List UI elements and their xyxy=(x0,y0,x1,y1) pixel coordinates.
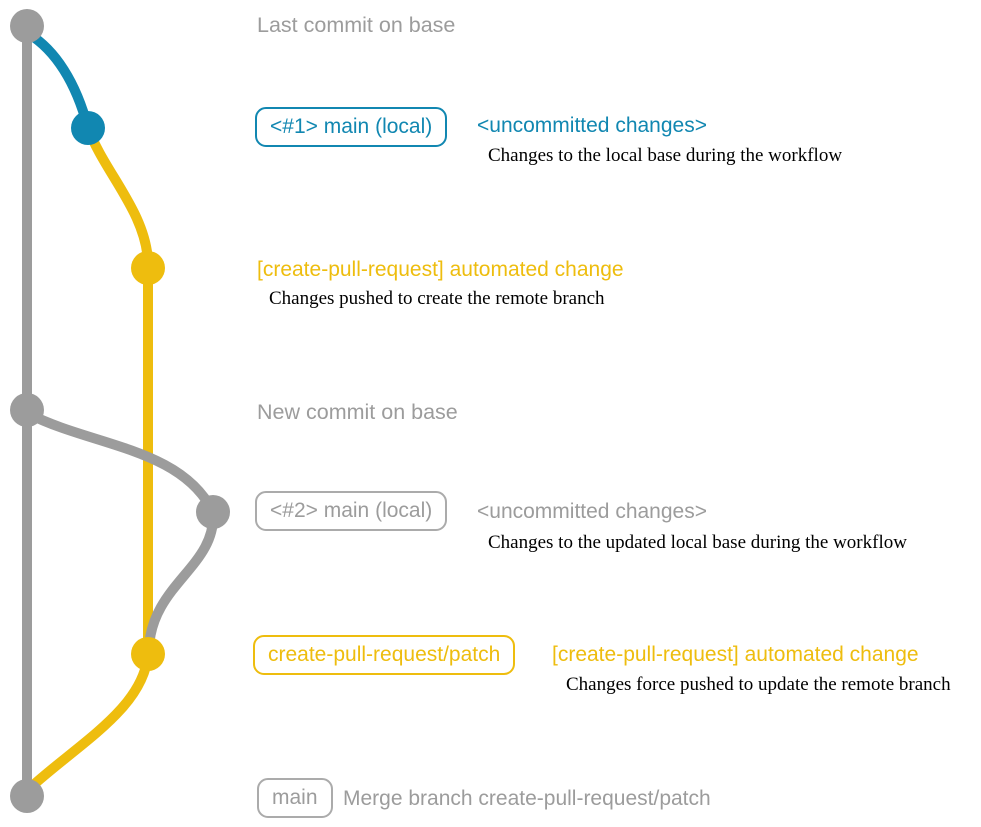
commit-node-last-base xyxy=(10,9,44,43)
patch-branch-line xyxy=(25,123,153,793)
badge-main: main xyxy=(257,778,333,818)
note-last-commit-on-base: Last commit on base xyxy=(257,13,456,37)
badge-main-label: main xyxy=(272,786,318,809)
desc-automated-change-1: Changes pushed to create the remote bran… xyxy=(269,288,605,309)
badge-create-pull-request-patch-label: create-pull-request/patch xyxy=(268,643,501,666)
desc-automated-change-2: Changes force pushed to update the remot… xyxy=(566,674,951,695)
commit-graph xyxy=(10,9,230,813)
title-uncommitted-changes-2: <uncommitted changes> xyxy=(477,500,707,523)
desc-uncommitted-changes-1: Changes to the local base during the wor… xyxy=(488,145,843,166)
title-automated-change-2: [create-pull-request] automated change xyxy=(552,643,919,666)
badge-main-local-2: <#2> main (local) xyxy=(255,491,448,531)
commit-node-local-main-2 xyxy=(196,495,230,529)
commit-node-merge xyxy=(10,779,44,813)
title-uncommitted-changes-1: <uncommitted changes> xyxy=(477,114,707,137)
badge-create-pull-request-patch: create-pull-request/patch xyxy=(253,635,516,675)
text-merge-commit-message: Merge branch create-pull-request/patch xyxy=(343,787,711,810)
commit-node-local-main-1 xyxy=(71,111,105,145)
badge-main-local-1-label: <#1> main (local) xyxy=(270,115,433,138)
commit-node-automated-change-1 xyxy=(131,251,165,285)
local-main-2-branch-line xyxy=(24,409,219,653)
badge-main-local-2-label: <#2> main (local) xyxy=(270,499,433,522)
commit-node-automated-change-2 xyxy=(131,637,165,671)
note-new-commit-on-base: New commit on base xyxy=(257,400,458,424)
title-automated-change-1: [create-pull-request] automated change xyxy=(257,258,624,281)
commit-node-new-base xyxy=(10,393,44,427)
badge-main-local-1: <#1> main (local) xyxy=(255,107,448,147)
desc-uncommitted-changes-2: Changes to the updated local base during… xyxy=(488,532,907,553)
